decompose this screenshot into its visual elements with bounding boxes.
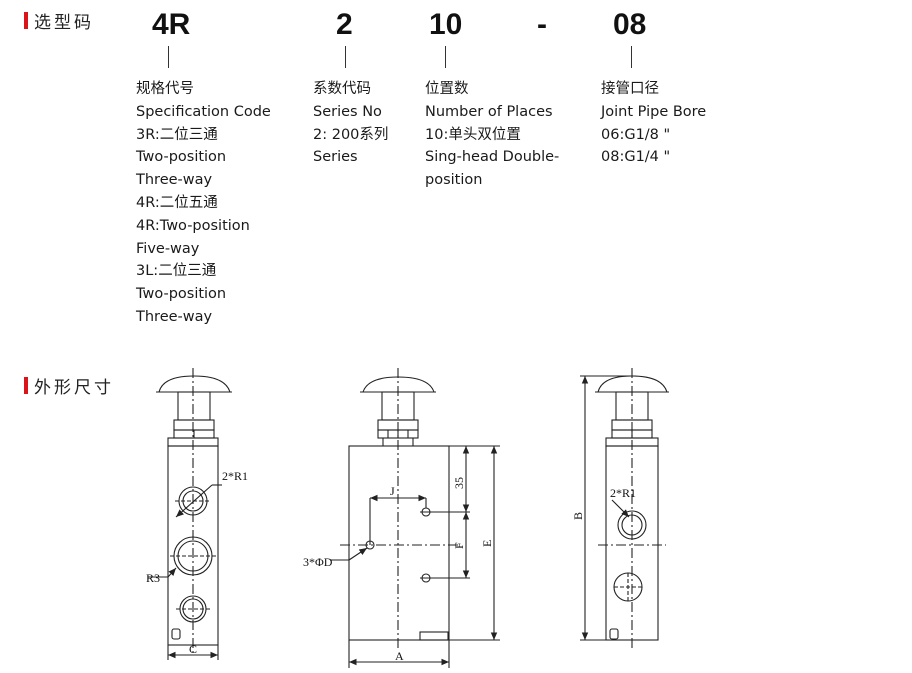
- places-line: 位置数: [425, 81, 469, 97]
- spec-line: Five-way: [136, 240, 200, 257]
- label-phi-d: 3*ΦD: [303, 555, 333, 569]
- push-button-cap: [158, 375, 231, 393]
- code-type: 4R: [152, 8, 191, 41]
- spec-line: Three-way: [136, 172, 213, 189]
- bore-line: Joint Pipe Bore: [601, 103, 707, 120]
- bore-line: 08:G1/4 ": [601, 149, 671, 166]
- port-circle: [617, 510, 647, 540]
- code-tick: [631, 46, 632, 68]
- places-line: Number of Places: [425, 103, 553, 120]
- places-line: 10:单头双位置: [425, 126, 521, 143]
- code-series: 2: [336, 8, 353, 41]
- label-r1-left: 2*R1: [222, 469, 248, 483]
- spec-line: 4R:Two-position: [136, 217, 250, 234]
- label-e: E: [480, 540, 494, 547]
- code-tick: [168, 46, 169, 68]
- series-line: Series: [313, 149, 358, 166]
- side-view-left: [148, 368, 232, 660]
- code-tick: [345, 46, 346, 68]
- spec-code-column: 规格代号 Specification Code 3R:二位三通 Two-posi…: [136, 78, 271, 329]
- code-places: 10: [429, 8, 463, 41]
- label-c: C: [189, 642, 197, 656]
- section-marker: [24, 12, 28, 29]
- bore-line: 接管口径: [601, 81, 659, 97]
- spec-line: Specification Code: [136, 103, 271, 120]
- label-a: A: [395, 649, 404, 663]
- series-line: 2: 200系列: [313, 126, 389, 143]
- bore-line: 06:G1/8 ": [601, 126, 671, 143]
- spec-line: Two-position: [136, 149, 227, 166]
- button-stem: [177, 391, 211, 421]
- label-b: B: [571, 512, 585, 520]
- bore-column: 接管口径 Joint Pipe Bore 06:G1/8 " 08:G1/4 ": [601, 78, 706, 169]
- label-35: 35: [452, 477, 466, 489]
- section-title-selection: 选型码: [24, 8, 94, 33]
- spec-line: 3R:二位三通: [136, 126, 218, 143]
- label-j: J: [390, 484, 395, 498]
- series-line: Series No: [313, 103, 382, 120]
- places-column: 位置数 Number of Places 10:单头双位置 Sing-head …: [425, 78, 559, 192]
- spec-line: Three-way: [136, 308, 213, 325]
- code-dash: -: [537, 8, 547, 41]
- section-title-dimensions: 外形尺寸: [24, 373, 114, 398]
- valve-body: [348, 445, 450, 641]
- places-line: position: [425, 172, 483, 189]
- side-view-right: [580, 368, 669, 650]
- section-title-selection-text: 选型码: [34, 13, 94, 33]
- spec-line: 规格代号: [136, 81, 194, 97]
- spec-line: 3L:二位三通: [136, 263, 217, 280]
- places-line: Sing-head Double-: [425, 149, 560, 166]
- series-line: 系数代码: [313, 81, 371, 97]
- code-tick: [445, 46, 446, 68]
- label-r3: R3: [146, 571, 160, 585]
- code-bore: 08: [613, 8, 647, 41]
- section-marker: [24, 377, 28, 394]
- label-r1-right: 2*R1: [610, 486, 636, 500]
- spec-line: Two-position: [136, 286, 227, 303]
- section-title-dimensions-text: 外形尺寸: [34, 378, 114, 398]
- spec-line: 4R:二位五通: [136, 194, 218, 211]
- series-column: 系数代码 Series No 2: 200系列 Series: [313, 78, 388, 169]
- label-f: F: [452, 542, 466, 549]
- front-view: [330, 368, 500, 668]
